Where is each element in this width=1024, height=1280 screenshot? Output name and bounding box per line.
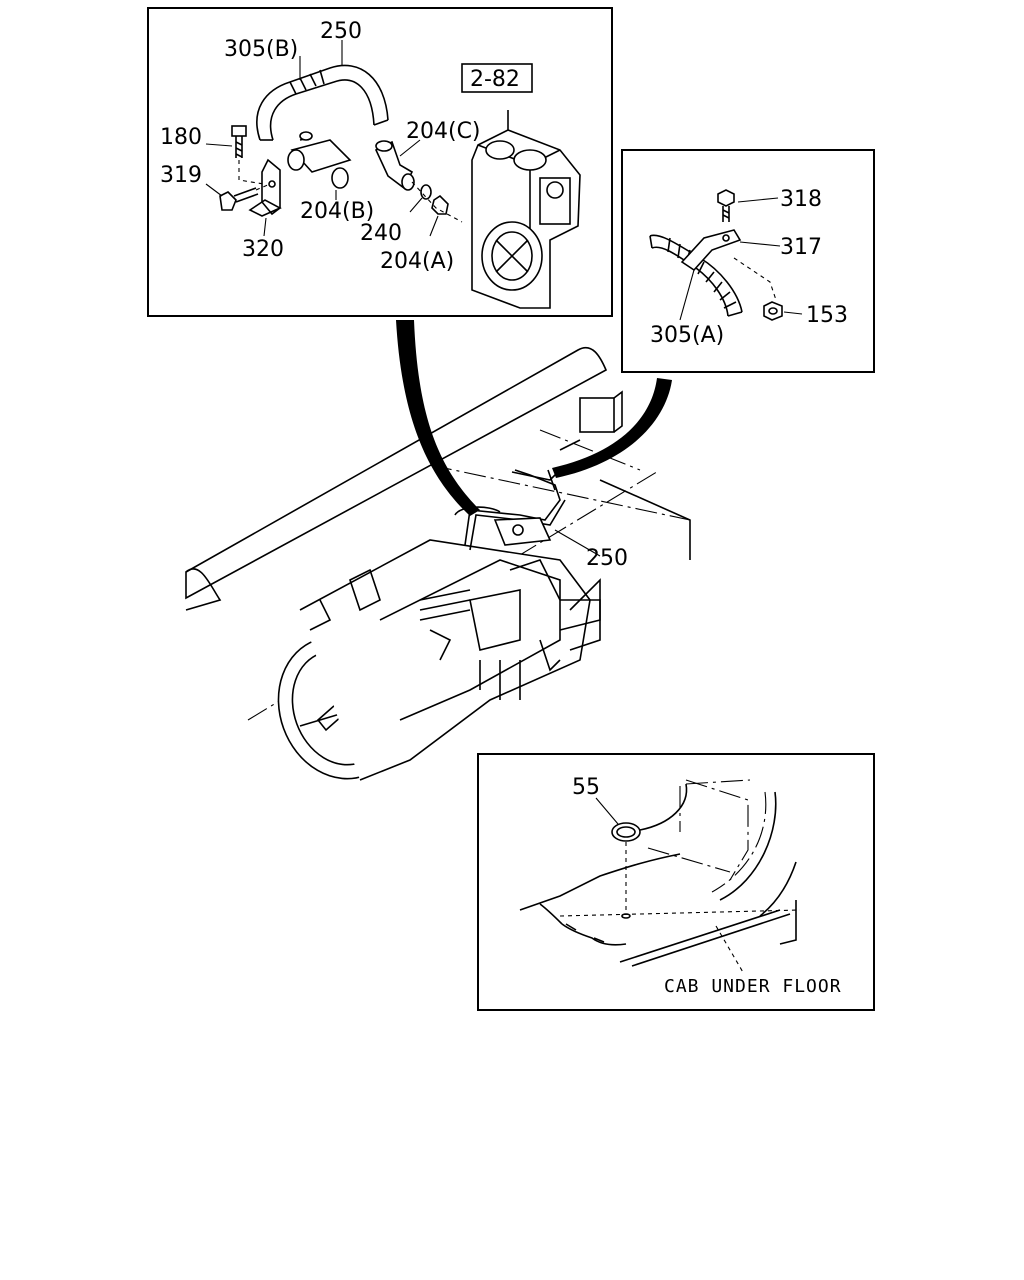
- label-317: 317: [780, 235, 822, 260]
- label-250: 250: [320, 19, 362, 44]
- label-305b: 305(B): [224, 37, 298, 62]
- main-assembly: 250: [185, 346, 691, 781]
- label-320: 320: [242, 237, 284, 262]
- label-204b: 204(B): [300, 199, 374, 224]
- label-55: 55: [572, 775, 600, 800]
- detail-c-box: 55 CAB UNDER FLOOR: [477, 753, 875, 1011]
- label-319: 319: [160, 163, 202, 188]
- cab-under-floor-caption: CAB UNDER FLOOR: [664, 976, 842, 997]
- label-204a: 204(A): [380, 249, 454, 274]
- label-318: 318: [780, 187, 822, 212]
- label-305a: 305(A): [650, 323, 724, 348]
- label-204c: 204(C): [406, 119, 481, 144]
- main-label-250: 250: [586, 546, 628, 571]
- ref-box-2-82: 2-82: [470, 67, 520, 92]
- connector-arrow-a: [396, 320, 480, 516]
- detail-b-box: 318 317 153 305(A): [621, 149, 875, 373]
- label-240: 240: [360, 221, 402, 246]
- label-153: 153: [806, 303, 848, 328]
- connector-arrow-b: [552, 378, 672, 478]
- label-180: 180: [160, 125, 202, 150]
- detail-a-box: 2-82 305(B) 250 180 319 320 204(B) 204(C…: [147, 7, 613, 317]
